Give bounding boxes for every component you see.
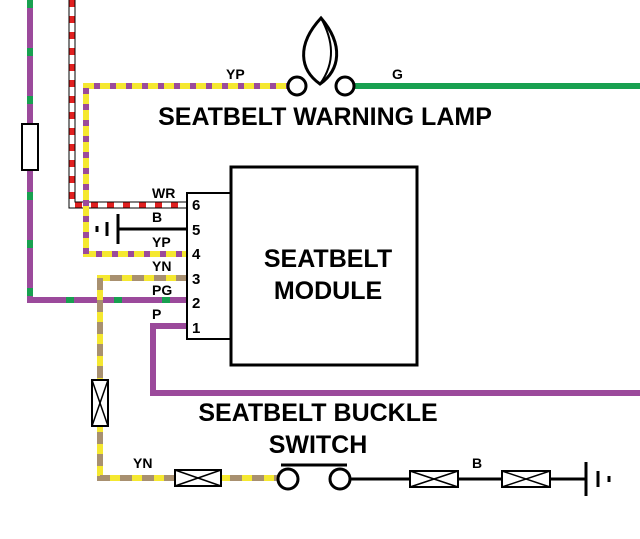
module-title-line2: MODULE (274, 277, 382, 305)
pin-4: 4 (192, 246, 201, 263)
connector-icon (409, 470, 459, 488)
wire-label-yp-lamp: YP (226, 66, 245, 82)
pin-5: 5 (192, 222, 200, 239)
wire-label-b-switch: B (472, 455, 482, 471)
connector-icon (91, 379, 109, 427)
switch-icon (276, 463, 352, 491)
pin-6: 6 (192, 197, 200, 214)
buckle-switch-label-line1: SEATBELT BUCKLE (198, 399, 437, 427)
connector-icon (174, 469, 222, 487)
wire-label-p: P (152, 306, 161, 322)
wire-yp (83, 83, 292, 257)
buckle-switch-label-line2: SWITCH (269, 431, 368, 459)
warning-lamp-label: SEATBELT WARNING LAMP (158, 103, 492, 131)
module-title-line1: SEATBELT (264, 245, 392, 273)
wire-pg-left (27, 0, 188, 303)
pin-2: 2 (192, 295, 200, 312)
module-box (229, 165, 419, 367)
wire-p (150, 323, 640, 396)
wire-label-yn: YN (152, 258, 171, 274)
pin-1: 1 (192, 320, 200, 337)
lamp-icon (286, 15, 356, 97)
wire-label-pg: PG (152, 282, 172, 298)
ground-icon (584, 462, 611, 496)
wire-label-b: B (152, 209, 162, 225)
connector-icon (501, 470, 551, 488)
ground-icon (95, 214, 120, 244)
fuse-icon (21, 123, 39, 171)
wire-label-yp: YP (152, 234, 171, 250)
wire-label-yn-switch: YN (133, 455, 152, 471)
wire-label-g: G (392, 66, 403, 82)
wire-wr (68, 0, 188, 209)
wire-label-wr: WR (152, 185, 175, 201)
pin-3: 3 (192, 271, 200, 288)
module-pin-block (186, 192, 232, 340)
